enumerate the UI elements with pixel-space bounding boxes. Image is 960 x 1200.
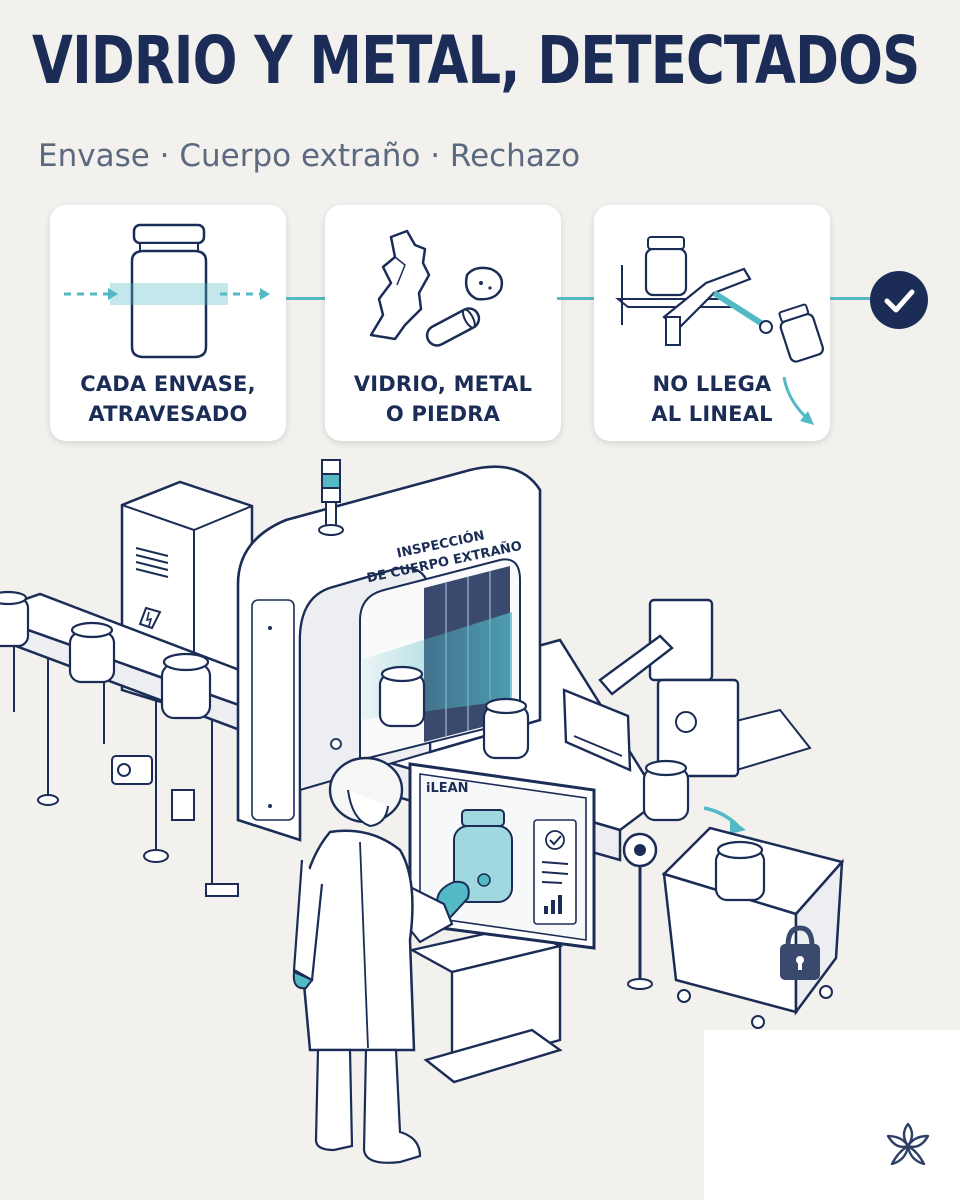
- step-label-line2: ATRAVESADO: [88, 402, 248, 426]
- reject-arm-icon: [615, 236, 825, 363]
- page-title: VIDRIO Y METAL, DETECTADOS: [32, 22, 920, 99]
- page-subtitle: Envase · Cuerpo extraño · Rechazo: [38, 138, 581, 174]
- jars-infeed: [0, 590, 212, 720]
- brand-logo-icon: [886, 1122, 930, 1166]
- check-circle-icon: [870, 271, 928, 329]
- lock-icon: [780, 925, 820, 980]
- screen-jar-icon: [453, 809, 513, 903]
- connector-line: [557, 297, 595, 300]
- connector-line: [286, 297, 326, 300]
- connector-line: [830, 297, 870, 300]
- step-card-foreign-bodies: VIDRIO, METAL O PIEDRA: [325, 205, 561, 441]
- foreign-bodies-icon: [369, 229, 504, 347]
- jars-outfeed: [378, 665, 690, 822]
- step-label-line1: VIDRIO, METAL: [353, 372, 533, 396]
- screen-check-icon: [545, 830, 565, 850]
- step-label-line2: AL LINEAL: [651, 402, 773, 426]
- drop-arrow-icon: [782, 376, 814, 425]
- step-card-rejection: NO LLEGA AL LINEAL: [594, 205, 830, 441]
- jar-xray-icon: [64, 223, 270, 359]
- screen-bars-icon: [544, 895, 562, 914]
- step-card-each-container: CADA ENVASE, ATRAVESADO: [50, 205, 286, 441]
- reject-table: [562, 598, 812, 778]
- screen-brand: iLEAN: [426, 781, 469, 796]
- production-line-illustration: INSPECCIÓN DE CUERPO EXTRAÑO: [0, 459, 845, 1164]
- step-label-line2: O PIEDRA: [385, 402, 501, 426]
- step-label-line1: CADA ENVASE,: [80, 372, 256, 396]
- reject-bin: [661, 826, 845, 1029]
- operator-figure: [292, 756, 470, 1164]
- corner-panel: [704, 1030, 960, 1200]
- step-label-line1: NO LLEGA: [652, 372, 772, 396]
